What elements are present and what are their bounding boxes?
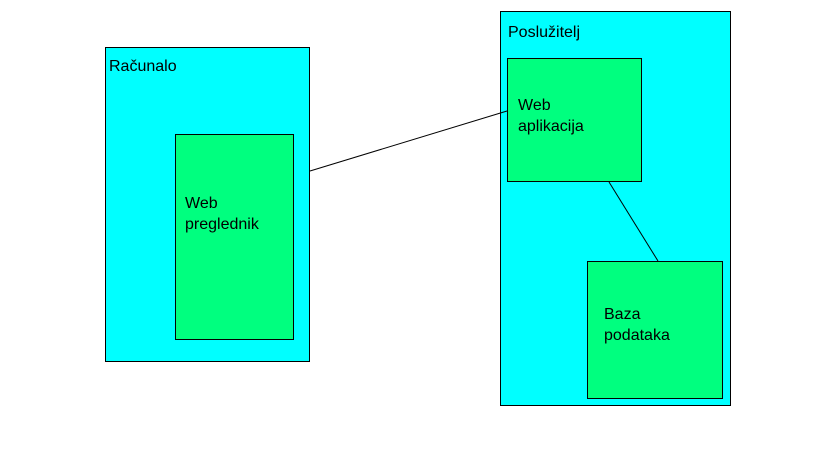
web-preglednik-label-line1: Web [185,195,218,212]
web-preglednik-label: Web preglednik [185,193,259,235]
baza-podataka-label-line2: podataka [604,327,670,344]
baza-podataka-node: Baza podataka [587,261,723,399]
edge-web-aplikacija-baza-podataka [608,181,659,262]
web-aplikacija-label-line1: Web [518,97,551,114]
web-aplikacija-node: Web aplikacija [507,58,642,182]
posluzitelj-label: Poslužitelj [508,24,581,41]
edge-racunalo-web-aplikacija [309,110,508,172]
racunalo-label: Računalo [109,58,177,75]
web-aplikacija-label-line2: aplikacija [518,118,584,135]
baza-podataka-label: Baza podataka [604,304,670,346]
web-preglednik-label-line2: preglednik [185,216,259,233]
baza-podataka-label-line1: Baza [604,306,641,323]
web-preglednik-node: Web preglednik [175,134,294,340]
web-aplikacija-label: Web aplikacija [518,95,584,137]
